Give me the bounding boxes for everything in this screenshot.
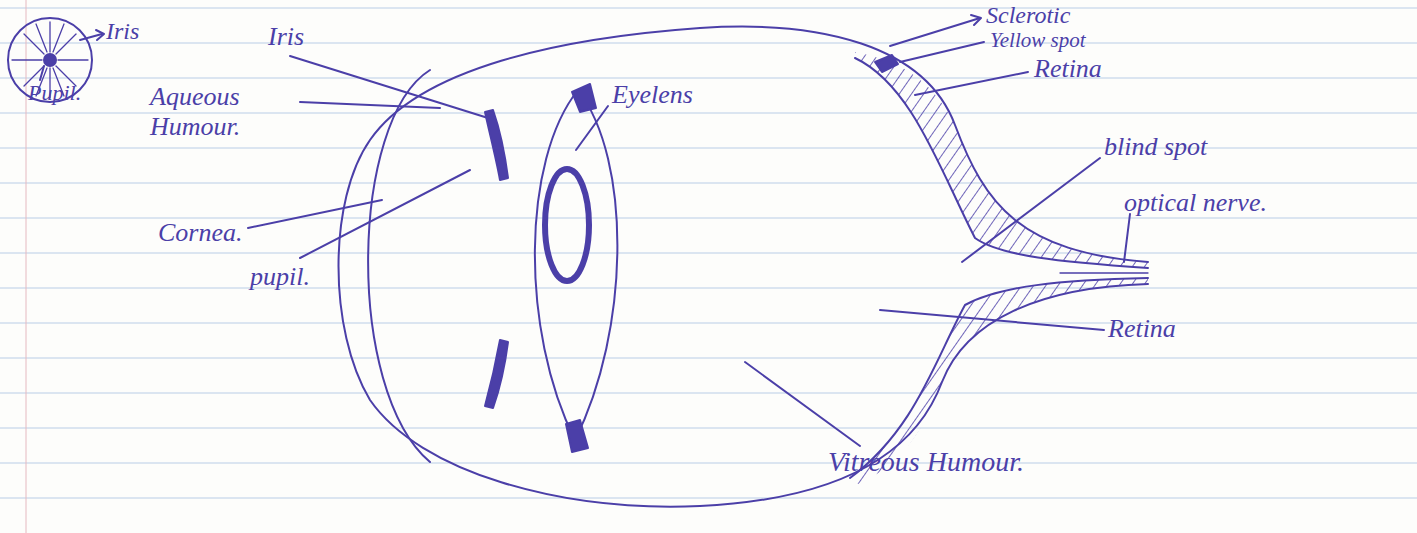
- iris-label: Iris: [268, 22, 304, 52]
- iris-label: Iris: [106, 18, 139, 46]
- retina-label: Retina: [1034, 54, 1102, 84]
- pupil-label: Pupil.: [28, 80, 81, 105]
- blind-spot-label: blind spot: [1104, 132, 1207, 162]
- sclerotic-label: Sclerotic: [986, 2, 1070, 30]
- optic-nerve-label: optical nerve.: [1124, 188, 1267, 218]
- retina-label: Retina: [1108, 314, 1176, 344]
- vitreous-humour-label: Vitreous Humour.: [828, 446, 1024, 478]
- eye-lens-label: Eyelens: [612, 80, 693, 110]
- yellow-spot-label: Yellow spot: [990, 28, 1086, 52]
- cornea-label: Cornea.: [158, 218, 243, 248]
- aqueous-humour-label: Aqueous Humour.: [150, 82, 300, 142]
- pupil-label: pupil.: [250, 262, 310, 292]
